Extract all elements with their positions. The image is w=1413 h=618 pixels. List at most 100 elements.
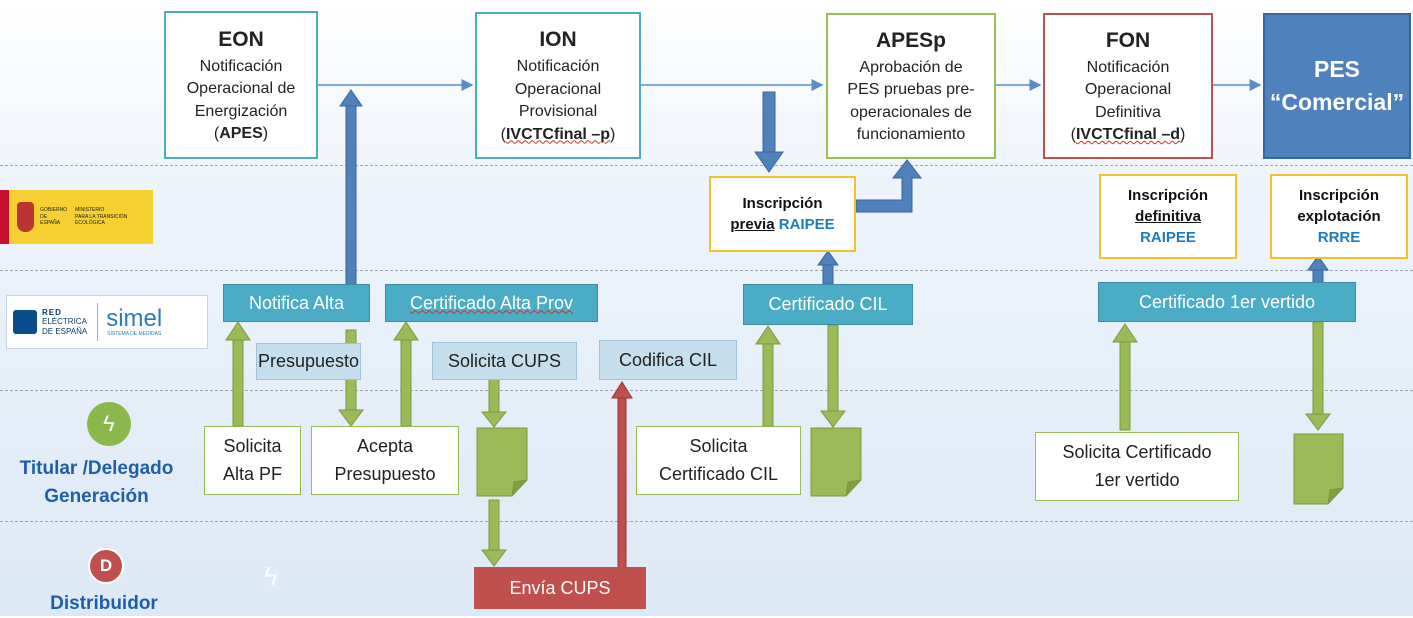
lane-separator	[0, 165, 1413, 166]
solicita-alta-pf-box: Solicita Alta PF	[204, 426, 301, 495]
eon-paren-close: )	[262, 125, 269, 143]
eon-title: EON	[218, 27, 264, 51]
eon-paren-open: (	[213, 125, 220, 143]
distribuidor-lane-label: Distribuidor	[50, 593, 158, 614]
faint-lightning-icon: ϟ	[264, 561, 278, 591]
titular-lane-label: Titular /Delegado Generación	[0, 455, 193, 510]
certificado-1er-vertido-box: Certificado 1er vertido	[1098, 282, 1356, 322]
ion-title: ION	[539, 28, 577, 52]
previa-line2: previa RAIPEE	[730, 214, 834, 235]
apesp-title: APESp	[875, 28, 946, 52]
explotacion-line1: Inscripción	[1298, 187, 1380, 204]
fon-line2: Operacional	[1084, 81, 1172, 99]
previa-line1: Inscripción	[742, 195, 823, 212]
acepta-line1: Acepta	[356, 435, 414, 456]
blue-arrow-vertido-up	[1307, 255, 1329, 284]
ion-line2: Operacional	[514, 80, 602, 98]
lane-separator	[0, 270, 1413, 271]
solicita-certificado-cil-box: Solicita Certificado CIL	[636, 426, 801, 495]
ion-box: ION Notificación Operacional Provisional…	[475, 12, 641, 159]
apesp-line1: Aprobación de	[859, 58, 963, 76]
pes-line1: PES	[1313, 56, 1361, 82]
fon-line1: Notificación	[1086, 58, 1170, 76]
fon-code-line: (IVCTCfinal –d)	[1071, 124, 1186, 146]
solicita-cups-box: Solicita CUPS	[432, 342, 577, 380]
certificado-cil-box: Certificado CIL	[743, 284, 913, 325]
envia-cups-box: Envía CUPS	[474, 567, 646, 609]
certificado-alta-prov-box: Certificado Alta Prov	[385, 284, 598, 322]
simel-sub: SISTEMA DE MEDIDAS	[107, 331, 162, 337]
solicita-cil-line1: Solicita	[689, 435, 748, 456]
ree-simel-logo: RED ELÉCTRICA DE ESPAÑA simel SISTEMA DE…	[6, 295, 208, 349]
previa-raipee: RAIPEE	[778, 216, 835, 233]
apesp-box: APESp Aprobación de PES pruebas pre- ope…	[826, 13, 996, 159]
presupuesto-box: Presupuesto	[256, 343, 361, 380]
lane-separator	[0, 521, 1413, 522]
lane-separator	[0, 390, 1413, 391]
pes-line2: “Comercial”	[1269, 89, 1405, 115]
inscripcion-definitiva-box: Inscripción definitiva RAIPEE	[1099, 174, 1237, 259]
eon-code-line: (APES)	[214, 123, 268, 145]
coat-of-arms-icon	[17, 202, 35, 232]
apesp-line3: operacionales de	[850, 103, 972, 121]
fon-title: FON	[1105, 28, 1151, 52]
blue-arrow-previa-down	[754, 91, 784, 173]
ree-line3: DE ESPAÑA	[42, 326, 88, 336]
solicita-vertido-line1: Solicita Certificado	[1062, 441, 1212, 462]
apesp-line4: funcionamiento	[856, 126, 966, 144]
blue-arrow-cil-up	[817, 250, 839, 285]
distribuidor-badge: D	[88, 548, 124, 584]
ree-line1: RED	[42, 308, 62, 318]
ree-line2: ELÉCTRICA	[42, 317, 87, 327]
definitiva-line3: RAIPEE	[1140, 229, 1196, 246]
eon-line2: Operacional de	[186, 80, 296, 98]
explotacion-line3: RRRE	[1317, 229, 1361, 246]
acepta-presupuesto-box: Acepta Presupuesto	[311, 426, 459, 495]
fon-box: FON Notificación Operacional Definitiva …	[1043, 13, 1213, 159]
ree-text: RED ELÉCTRICA DE ESPAÑA	[42, 308, 87, 336]
explotacion-line2: explotación	[1297, 208, 1381, 225]
acepta-line2: Presupuesto	[334, 463, 436, 484]
ion-paren-open: (	[500, 125, 506, 143]
ion-line1: Notificación	[516, 58, 600, 76]
codifica-cil-box: Codifica CIL	[599, 340, 737, 380]
lightning-icon: ϟ	[87, 402, 131, 446]
inscripcion-previa-box: Inscripción previa RAIPEE	[709, 176, 856, 252]
titular-label-line2: Generación	[44, 485, 149, 507]
spain-flag-stripe	[0, 190, 10, 244]
notifica-alta-box: Notifica Alta	[223, 284, 370, 322]
fon-paren-open: (	[1070, 126, 1076, 144]
fon-line3: Definitiva	[1095, 103, 1161, 121]
ion-line3: Provisional	[518, 103, 598, 121]
ministerio-line1: MINISTERIO	[75, 207, 105, 214]
eon-line3: Energización	[194, 102, 288, 120]
pes-comercial-box: PES “Comercial”	[1263, 13, 1411, 159]
fon-paren-close: )	[1180, 126, 1186, 144]
blue-arrow-notifica-up	[339, 89, 363, 286]
certificado-alta-prov-label: Certificado Alta Prov	[409, 292, 574, 313]
fon-code: IVCTCfinal –d	[1075, 126, 1180, 144]
gobierno-line1: GOBIERNO	[40, 207, 68, 214]
solicita-alta-line1: Solicita	[223, 435, 282, 456]
solicita-alta-line2: Alta PF	[222, 463, 283, 484]
ministerio-text: MINISTERIO PARA LA TRANSICIÓN ECOLÓGICA	[75, 207, 153, 227]
ministerio-line2: PARA LA TRANSICIÓN ECOLÓGICA	[75, 213, 128, 227]
definitiva-line2: definitiva	[1135, 208, 1201, 225]
simel-name: simel	[106, 305, 163, 332]
red-arrow-cups-to-cil	[611, 381, 633, 569]
eon-code: APES	[219, 125, 263, 143]
ion-code: IVCTCfinal –p	[505, 125, 610, 143]
gobierno-text: GOBIERNO DE ESPAÑA	[40, 207, 67, 227]
gobierno-line2: DE ESPAÑA	[40, 213, 61, 227]
ion-paren-close: )	[610, 125, 616, 143]
previa-word: previa	[730, 216, 775, 233]
eon-box: EON Notificación Operacional de Energiza…	[164, 11, 318, 159]
apesp-line2: PES pruebas pre-	[847, 81, 975, 99]
document-shapes	[476, 427, 1344, 505]
gobierno-logo: GOBIERNO DE ESPAÑA MINISTERIO PARA LA TR…	[0, 190, 153, 244]
ion-code-line: (IVCTCfinal –p)	[501, 124, 616, 146]
blue-arrow-previa-to-apesp	[855, 159, 923, 213]
inscripcion-explotacion-box: Inscripción explotación RRRE	[1270, 174, 1408, 259]
definitiva-line1: Inscripción	[1127, 187, 1209, 204]
